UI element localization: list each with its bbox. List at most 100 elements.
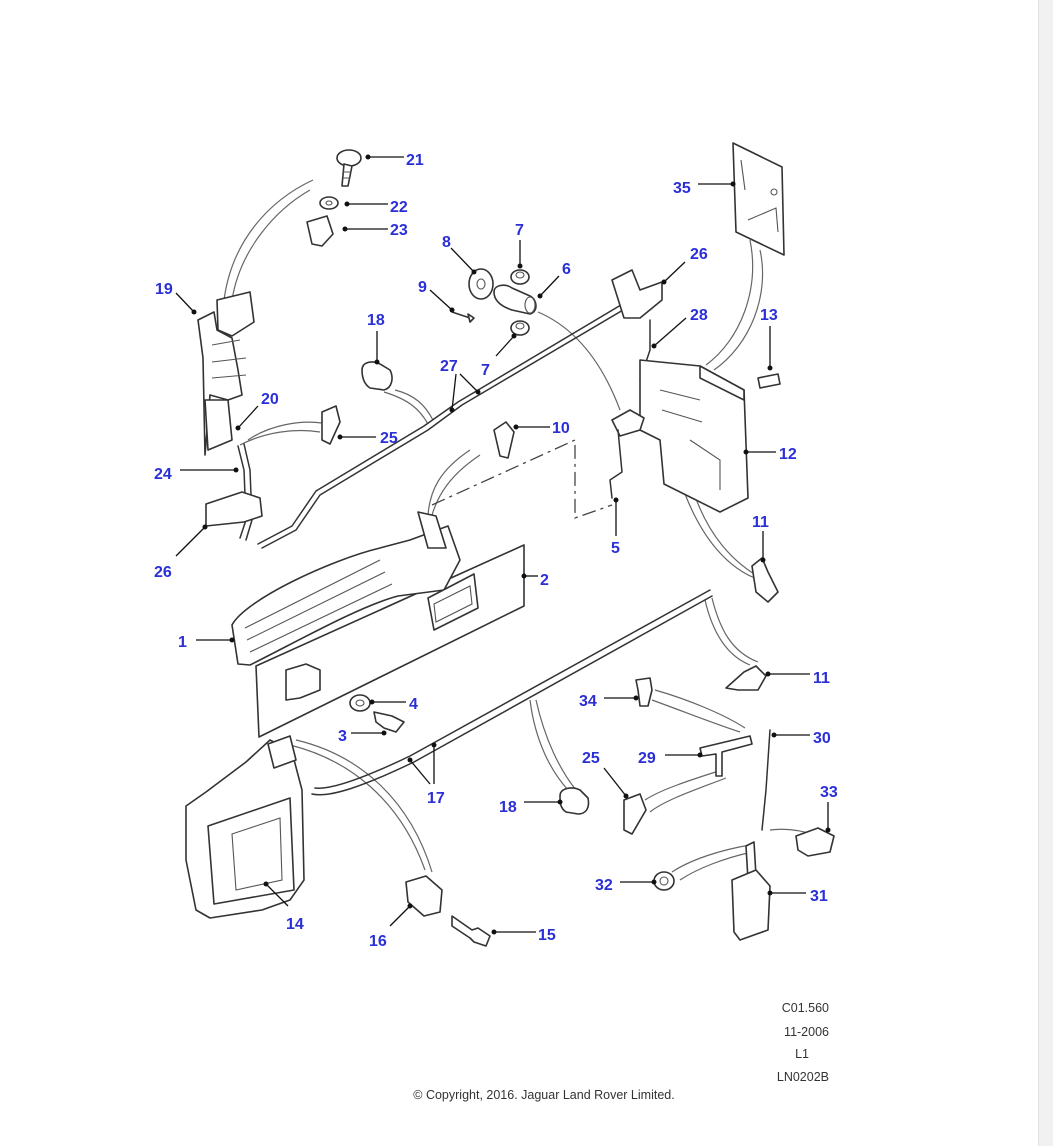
svg-text:2: 2: [540, 572, 549, 589]
callout-1: 1: [178, 634, 235, 651]
illustration-id: LN0202B: [777, 1070, 829, 1084]
vertical-scrollbar[interactable]: [1038, 0, 1053, 1146]
callout-22: 22: [344, 199, 408, 216]
callout-33: 33: [820, 784, 838, 833]
callout-7-bottom: 7: [481, 333, 517, 379]
part-33-clip: [795, 827, 835, 857]
part-31-lock-barrel: [731, 841, 771, 941]
part-5-rod: [609, 429, 623, 499]
svg-text:15: 15: [538, 927, 556, 944]
callout-28: 28: [651, 307, 708, 349]
svg-text:14: 14: [286, 916, 304, 933]
svg-text:18: 18: [367, 312, 385, 329]
callout-10: 10: [513, 420, 570, 437]
part-21-screw: [336, 149, 362, 187]
part-11-clip-upper: [751, 557, 779, 603]
svg-text:18: 18: [499, 799, 517, 816]
part-1-exterior-handle: [231, 511, 479, 666]
part-26-bracket-left: [205, 491, 263, 527]
part-26-bracket-right: [611, 269, 663, 319]
reference-date: 11-2006: [784, 1025, 829, 1039]
part-19-bracket: [197, 291, 255, 456]
reference-level: L1: [795, 1047, 809, 1061]
part-23-clip-nut: [306, 215, 334, 247]
part-13-screw: [757, 373, 781, 389]
callout-27: 27: [440, 358, 481, 413]
part-18-clip-lower: [559, 787, 590, 815]
part-9-pin: [451, 311, 471, 319]
callout-14: 14: [263, 881, 304, 933]
part-32-grommet: [653, 871, 675, 891]
svg-text:26: 26: [690, 246, 708, 263]
callout-24: 24: [154, 466, 239, 483]
svg-text:17: 17: [427, 790, 445, 807]
callout-25-upper: 25: [337, 430, 398, 447]
guide-arcs: [223, 179, 816, 881]
copyright-notice: © Copyright, 2016. Jaguar Land Rover Lim…: [413, 1088, 674, 1102]
callout-26-left: 26: [154, 524, 208, 581]
svg-text:26: 26: [154, 564, 172, 581]
svg-text:24: 24: [154, 466, 172, 483]
callout-7-top: 7: [515, 222, 524, 269]
part-7-grommet-bottom: [510, 320, 530, 336]
svg-text:34: 34: [579, 693, 597, 710]
callout-12: 12: [743, 446, 797, 463]
svg-text:10: 10: [552, 420, 570, 437]
alignment-line: [431, 438, 613, 519]
svg-text:16: 16: [369, 933, 387, 950]
svg-text:11: 11: [813, 670, 830, 687]
part-27-rod: [261, 299, 641, 549]
callout-19: 19: [155, 281, 197, 315]
callout-15: 15: [491, 927, 556, 944]
part-30-rod: [761, 729, 771, 831]
svg-text:35: 35: [673, 180, 691, 197]
svg-text:19: 19: [155, 281, 173, 298]
svg-text:7: 7: [515, 222, 524, 239]
svg-text:6: 6: [562, 261, 571, 278]
svg-text:1: 1: [178, 634, 187, 651]
callout-32: 32: [595, 877, 657, 894]
svg-text:8: 8: [442, 234, 451, 251]
svg-text:22: 22: [390, 199, 408, 216]
callout-25-lower: 25: [582, 750, 629, 799]
part-12-lock-body: [611, 359, 749, 513]
part-34-bolt: [635, 677, 653, 707]
svg-text:20: 20: [261, 391, 279, 408]
callout-6: 6: [537, 261, 571, 299]
part-6-bushing: [493, 284, 537, 315]
svg-text:23: 23: [390, 222, 408, 239]
part-25-clip-upper: [321, 405, 341, 445]
part-22-washer: [319, 196, 339, 210]
callout-11-lower: 11: [765, 670, 830, 687]
part-16-clip-nut: [405, 875, 443, 917]
callout-9: 9: [418, 279, 455, 313]
callout-4: 4: [369, 696, 418, 713]
svg-text:12: 12: [779, 446, 797, 463]
callouts: 21 22 23 19 8 7 6 9 7 18 27 20 25 10 24 …: [154, 152, 838, 950]
callout-8: 8: [442, 234, 477, 275]
svg-text:13: 13: [760, 307, 778, 324]
part-14-interior-handle: [185, 735, 305, 919]
callout-20: 20: [235, 391, 279, 431]
svg-text:30: 30: [813, 730, 831, 747]
callout-5: 5: [611, 497, 620, 557]
part-17-rod: [314, 589, 711, 789]
svg-text:11: 11: [752, 514, 769, 531]
svg-text:31: 31: [810, 888, 828, 905]
svg-text:29: 29: [638, 750, 656, 767]
callout-29: 29: [638, 750, 703, 767]
callout-3: 3: [338, 728, 387, 745]
parts: [185, 142, 835, 947]
svg-text:4: 4: [409, 696, 418, 713]
part-3-bolt: [373, 711, 405, 733]
gasket-clip: [285, 663, 321, 701]
callout-16: 16: [369, 903, 413, 950]
svg-text:28: 28: [690, 307, 708, 324]
part-4-washer: [349, 694, 371, 712]
part-35-plate: [732, 142, 785, 256]
svg-text:33: 33: [820, 784, 838, 801]
callout-21: 21: [365, 152, 424, 169]
callout-11-upper: 11: [752, 514, 769, 563]
part-11-clip-lower: [725, 665, 767, 691]
